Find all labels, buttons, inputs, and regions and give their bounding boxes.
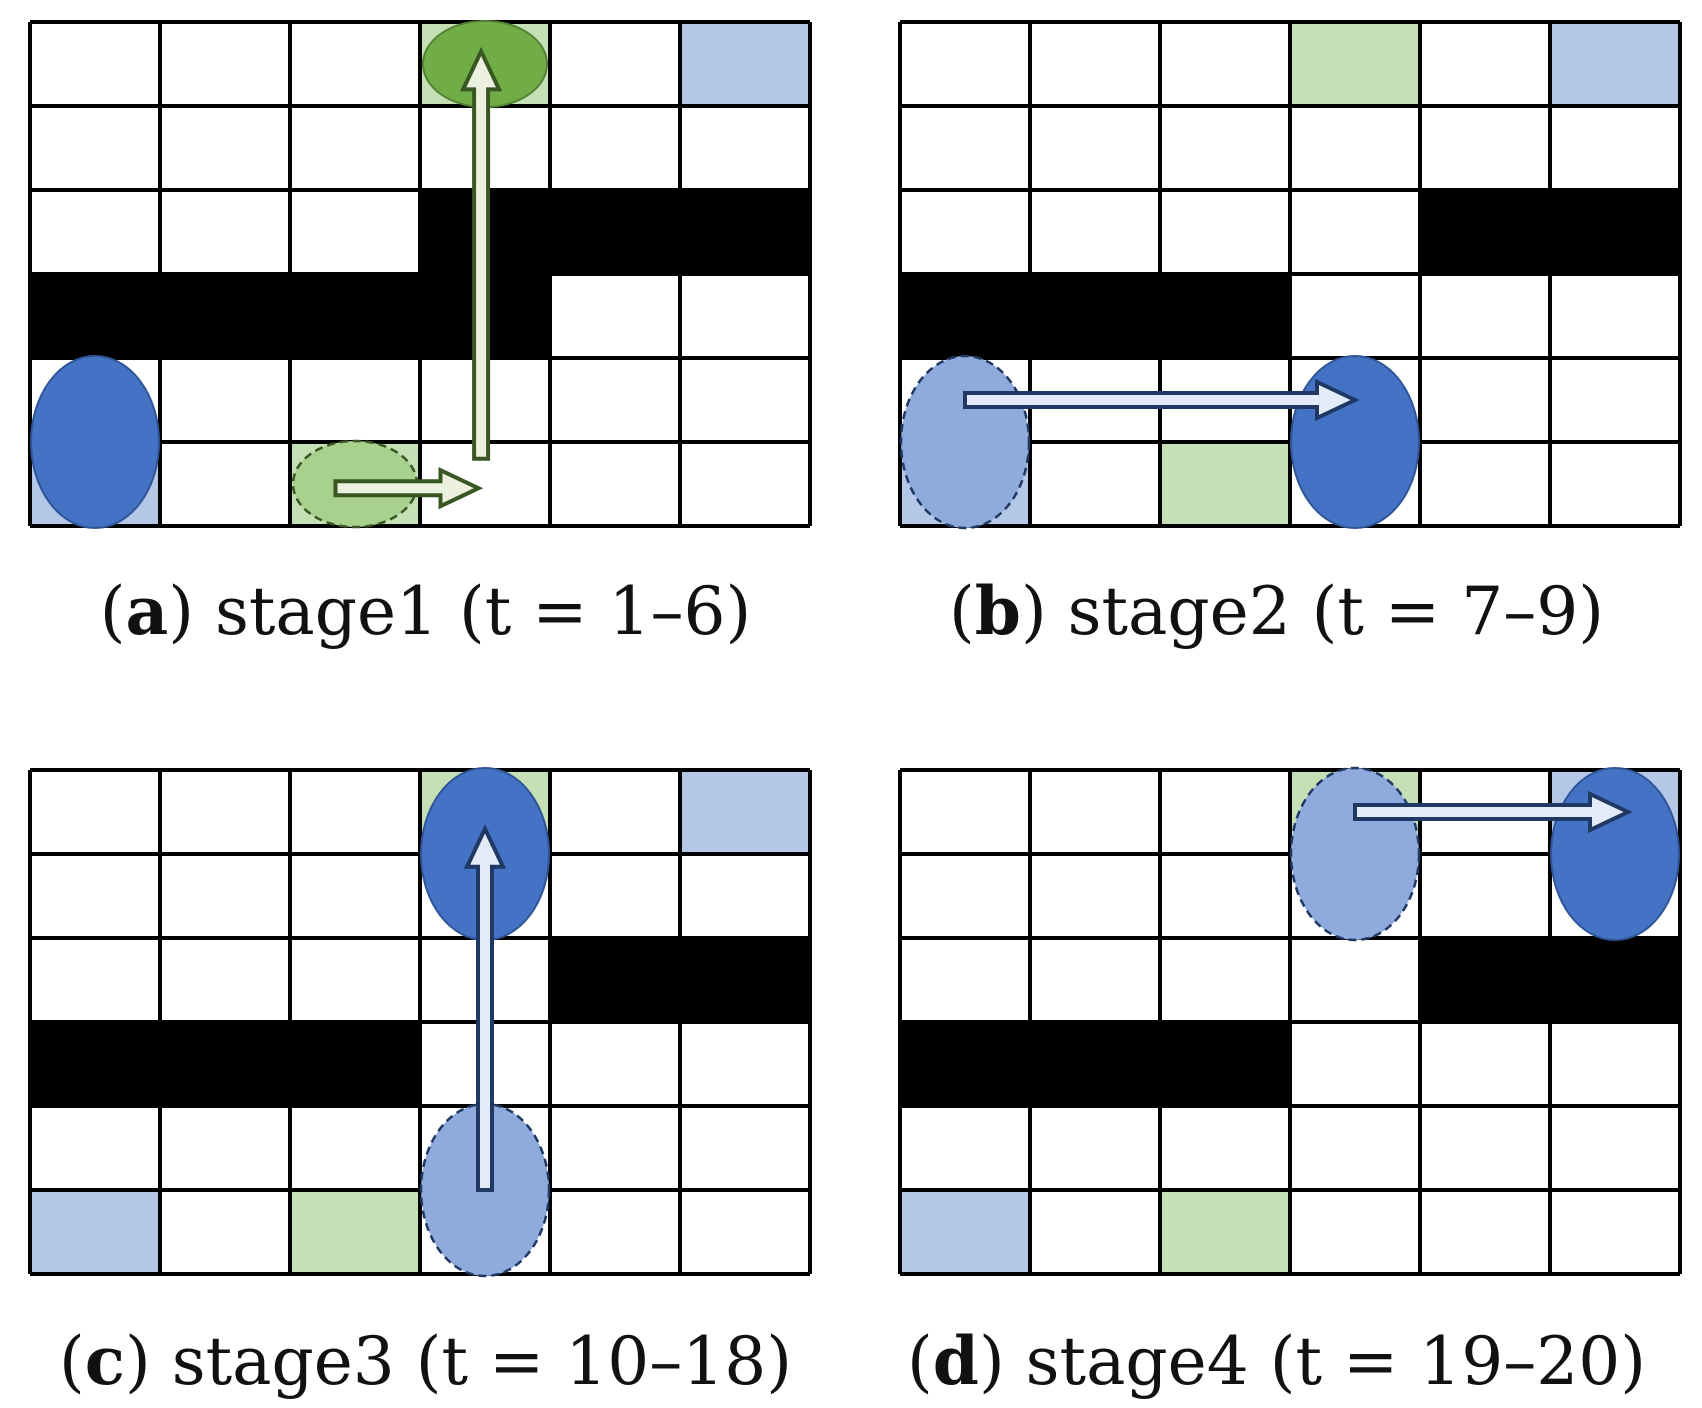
- obstacle-cell: [1549, 189, 1681, 275]
- obstacle-cell: [29, 273, 161, 359]
- blue-target-cell: [680, 770, 810, 854]
- green-target-cell: [1290, 22, 1420, 106]
- panel-d: [898, 766, 1682, 1276]
- obstacle-cell: [899, 273, 1031, 359]
- blue-move-arrow: [963, 378, 1360, 422]
- caption-b-letter: b: [974, 572, 1021, 650]
- obstacle-cell: [289, 1021, 421, 1107]
- caption-d-letter: d: [932, 1322, 979, 1400]
- caption-d: (d) stage4 (t = 19–20): [907, 1322, 1646, 1400]
- obstacle-cell: [899, 1021, 1031, 1107]
- obstacle-cell: [1159, 1021, 1291, 1107]
- obstacle-cell: [1029, 273, 1161, 359]
- blue-agent-previous: [899, 354, 1031, 530]
- obstacle-cell: [159, 273, 291, 359]
- caption-c: (c) stage3 (t = 10–18): [59, 1322, 792, 1400]
- green-target-cell: [1160, 442, 1290, 526]
- blue-target-cell: [680, 22, 810, 106]
- blue-target-cell: [1550, 22, 1680, 106]
- panel-c: [28, 767, 812, 1278]
- obstacle-cell: [1159, 273, 1291, 359]
- obstacle-cell: [549, 937, 681, 1023]
- obstacle-cell: [549, 189, 681, 275]
- blue-agent-current: [30, 355, 160, 529]
- caption-c-text: ) stage3 (t = 10–18): [124, 1323, 792, 1400]
- caption-d-text: ) stage4 (t = 19–20): [978, 1323, 1646, 1400]
- blue-agent-current: [1550, 767, 1680, 941]
- obstacle-cell: [159, 1021, 291, 1107]
- caption-a-text: ) stage1 (t = 1–6): [168, 573, 752, 650]
- blue-agent-previous: [1289, 766, 1421, 942]
- panel-b: [898, 20, 1682, 530]
- obstacle-cell: [679, 937, 811, 1023]
- caption-b-text: ) stage2 (t = 7–9): [1020, 573, 1604, 650]
- green-target-cell: [1160, 1190, 1290, 1274]
- obstacle-cell: [1549, 937, 1681, 1023]
- caption-c-letter: c: [84, 1322, 125, 1400]
- blue-target-cell: [30, 1190, 160, 1274]
- caption-a: (a) stage1 (t = 1–6): [99, 572, 752, 650]
- panel-a: [28, 20, 812, 529]
- caption-b: (b) stage2 (t = 7–9): [949, 572, 1604, 650]
- obstacle-cell: [289, 273, 421, 359]
- blue-move-arrow: [1353, 790, 1633, 834]
- obstacle-cell: [1419, 937, 1551, 1023]
- obstacle-cell: [1419, 189, 1551, 275]
- blue-target-cell: [900, 1190, 1030, 1274]
- green-move-arrow-right: [333, 467, 484, 510]
- obstacle-cell: [679, 189, 811, 275]
- caption-a-letter: a: [125, 572, 169, 650]
- obstacle-cell: [29, 1021, 161, 1107]
- green-target-cell: [290, 1190, 420, 1274]
- blue-move-arrow: [463, 824, 507, 1192]
- obstacle-cell: [1029, 1021, 1161, 1107]
- green-move-arrow-up: [459, 46, 503, 461]
- blue-agent-current: [1290, 355, 1420, 529]
